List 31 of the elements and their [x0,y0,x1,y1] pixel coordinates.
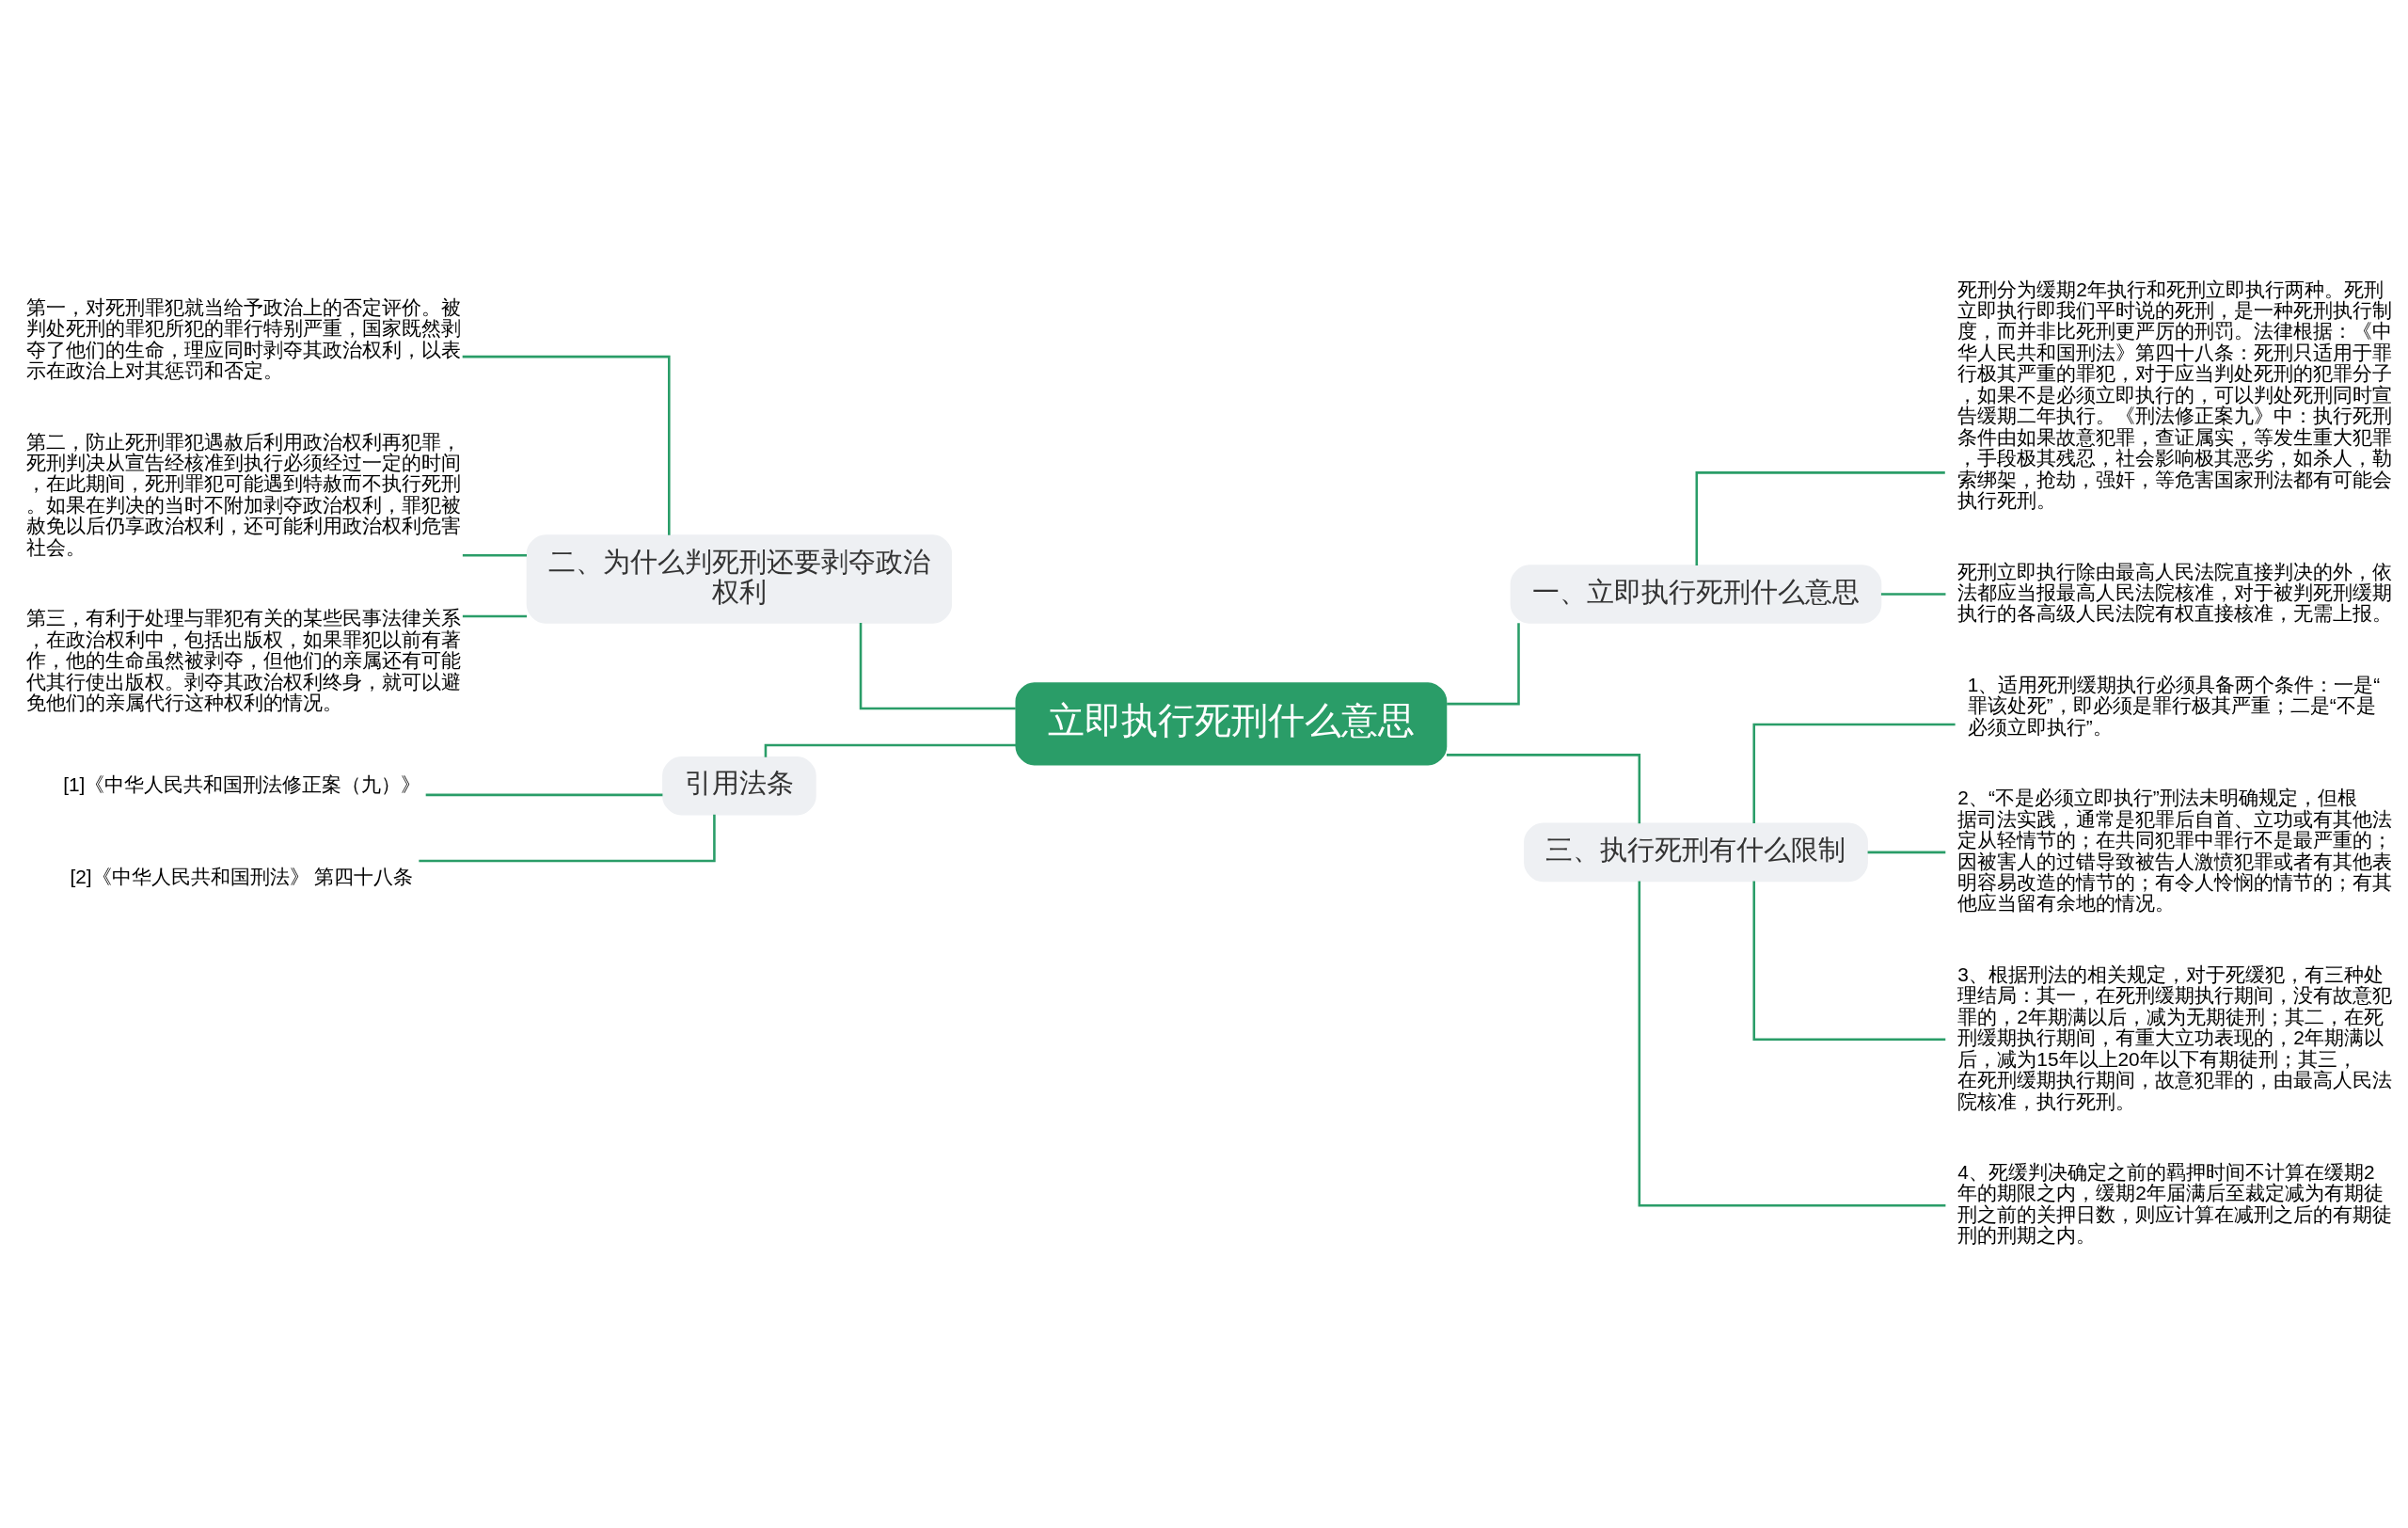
node-text: 4、死缓判决确定之前的羁押时间不计算在缓期2年的期限之内，缓期2年届满后至裁定减为有期徒刑之前的关押日数，则应计算在减刑之后的有期徒刑的刑期之内。 [1957,1161,2393,1247]
connector [419,814,716,863]
connector [859,623,1016,710]
node-text: 死刑分为缓期2年执行和死刑立即执行两种。死刑立即执行即我们平时说的死刑，是一种死刑执行制度，而并非比死刑更严厉的刑罚。法律根据：《中华人民共和国刑法》第四十八条：死刑只适用于罪行极其严重的罪犯，对于应当判处死刑的犯罪分子，如果不是必须立即执行的，可以判处死刑同时宣告缓期二年执行。《刑法修正案九》中：执行死刑条件由如果故意犯罪，查证属实，等发生重大犯罪，手段极其残忍，社会影响极其恶劣，如杀人，勒索绑架，抢劫，强奸，等危害国家刑法都有可能会执行死刑。 [1957,278,2393,512]
node-text: 3、根据刑法的相关规定，对于死缓犯，有三种处理结局：其一，在死刑缓期执行期间，没有故意犯罪的，2年期满以后，减为无期徒刑；其二，在死刑缓期执行期间，有重大立功表现的，2年期满以后，减为15年以上20年以下有期徒刑；其三，在死刑缓期执行期间，故意犯罪的，由最高人民法院核准，执行死刑。 [1957,963,2393,1112]
connector [1447,623,1520,706]
connector [1446,754,1641,824]
node-text: 第三，有利于处理与罪犯有关的某些民事法律关系，在政治权利中，包括出版权，如果罪犯以前有著作，他的生命虽然被剥夺，但他们的亲属还有可能代其行使出版权。剥夺其政治权利终身，就可以避免他们的亲属代行这种权利的情况。 [25,607,461,714]
connector [1867,851,1946,854]
node-text: 第二，防止死刑罪犯遇赦后利用政治权利再犯罪，死刑判决从宣告经核准到执行必须经过一定的时间，在此期间，死刑罪犯可能遇到特赦而不执行死刑。如果在判决的当时不附加剥夺政治权利，罪犯被赦免以后仍享政治权利，还可能利用政治权利危害社会。 [25,430,461,558]
connector [462,614,527,618]
node-text: [1]《中华人民共和国刑法修正案（九）》 [63,772,421,795]
node-text: 死刑立即执行除由最高人民法院直接判决的外，依法都应当报最高人民法院核准，对于被判死刑缓期执行的各高级人民法院有权直接核准，无需上报。 [1957,560,2393,625]
node-text: [2]《中华人民共和国刑法》 第四十八条 [70,865,414,887]
connector [462,355,671,535]
node-box: 二、为什么判死刑还要剥夺政治权利 [526,534,953,624]
node-box: 一、立即执行死刑什么意思 [1510,565,1882,624]
connector [1695,471,1945,565]
connector [1752,881,1946,1042]
connector [1880,593,1946,596]
node-text: 2、“不是必须立即执行”刑法未明确规定，但根据司法实践，通常是犯罪后自首、立功或有其他法定从轻情节的；在共同犯罪中罪行不是最严重的；因被害人的过错导致被告人激愤犯罪或者有其他表明容易改造的情节的；有令人怜悯的情节的；有其他应当留有余地的情况。 [1957,787,2393,915]
connector [764,743,1017,757]
node-text: 1、适用死刑缓期执行必须具备两个条件：一是“罪该处死”，即必须是罪行极其严重；二是“不是必须立即执行”。 [1967,673,2381,738]
node-text: 第一，对死刑罪犯就当给予政治上的否定评价。被判处死刑的罪犯所犯的罪行特别严重，国家既然剥夺了他们的生命，理应同时剥夺其政治权利，以表示在政治上对其惩罚和否定。 [25,295,461,382]
connector [1752,723,1956,824]
connector [1638,881,1946,1207]
connector [462,554,527,557]
node-box: 立即执行死刑什么意思 [1015,682,1448,766]
connector [425,793,663,797]
node-box: 三、执行死刑有什么限制 [1524,822,1868,883]
node-box: 引用法条 [662,756,816,816]
